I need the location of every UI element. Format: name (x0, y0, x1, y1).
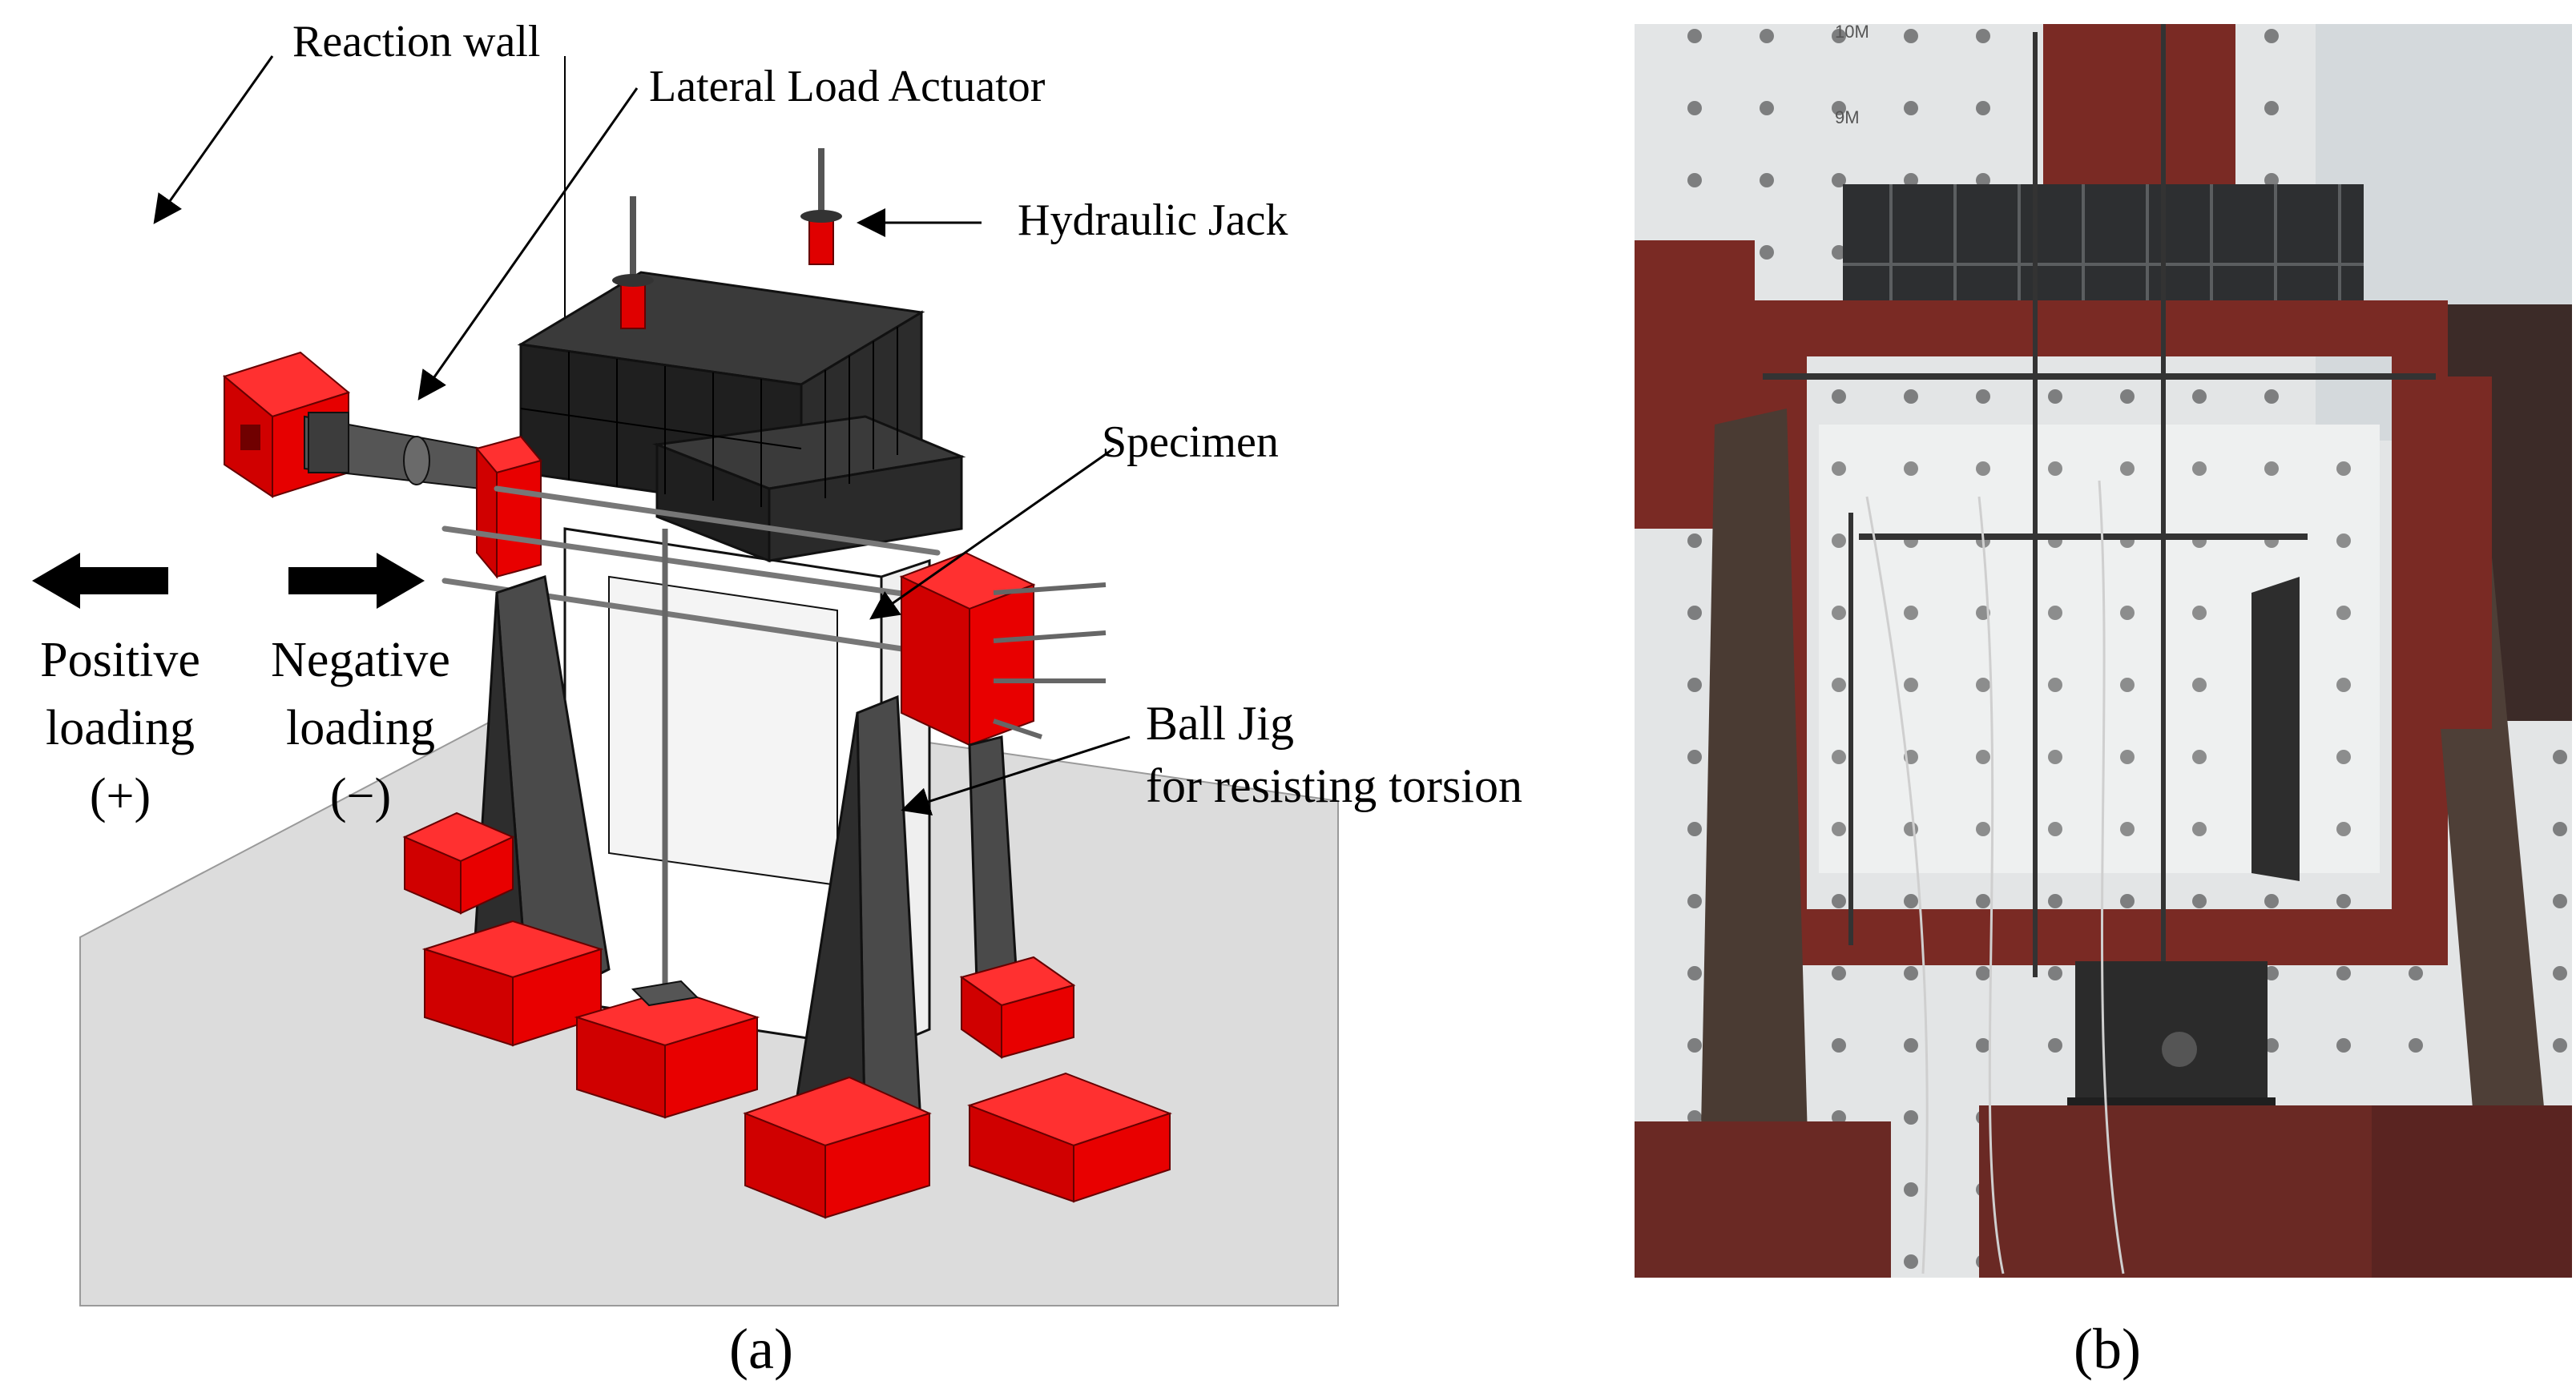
caption-a: (a) (729, 1317, 793, 1381)
negative-loading-line2: loading (286, 701, 435, 755)
specimen-leader (869, 447, 1115, 620)
caption-b: (b) (2074, 1317, 2141, 1381)
base-box-6 (967, 1072, 1172, 1203)
positive-loading-line1: Positive (40, 633, 200, 687)
negative-loading-line1: Negative (271, 633, 450, 687)
a-frame-mid (792, 694, 923, 1164)
actuator-label: Lateral Load Actuator (649, 62, 1046, 111)
reaction-wall-label: Reaction wall (292, 17, 541, 66)
actuator-leader (417, 87, 639, 401)
ball-jig-label-line2: for resisting torsion (1146, 759, 1522, 812)
hydraulic-jack-left (612, 196, 654, 329)
reaction-wall-leader (153, 55, 274, 224)
a-frame-left (471, 575, 611, 1012)
positive-loading-line3: (+) (89, 769, 151, 823)
actuator-clamp (475, 435, 542, 579)
ball-jig-label-line1: Ball Jig (1146, 697, 1295, 750)
positive-loading-line2: loading (46, 701, 195, 755)
photo-marker-9m: 9M (1835, 107, 1860, 127)
base-box-3 (574, 988, 760, 1119)
center-rod (631, 529, 699, 1007)
photo-marker-10m: 10M (1835, 22, 1869, 42)
photo-panel (1635, 24, 2572, 1278)
positive-loading-arrow (32, 553, 168, 609)
negative-loading-line3: (−) (329, 769, 392, 823)
hydraulic-jack-right (800, 148, 842, 265)
hydraulic-jack-label: Hydraulic Jack (1018, 195, 1288, 245)
base-box-4 (743, 1076, 932, 1219)
negative-loading-arrow (288, 553, 425, 609)
actuator-cylinder (304, 412, 482, 490)
base-box-2 (421, 920, 604, 1047)
base-box-5 (959, 956, 1076, 1059)
ball-jig-leader (901, 735, 1131, 815)
loading-block (517, 271, 966, 563)
photo-ball-jig (2075, 961, 2268, 1105)
base-box-1 (402, 811, 515, 915)
specimen-label: Specimen (1102, 417, 1279, 467)
right-clamp (899, 551, 1107, 747)
